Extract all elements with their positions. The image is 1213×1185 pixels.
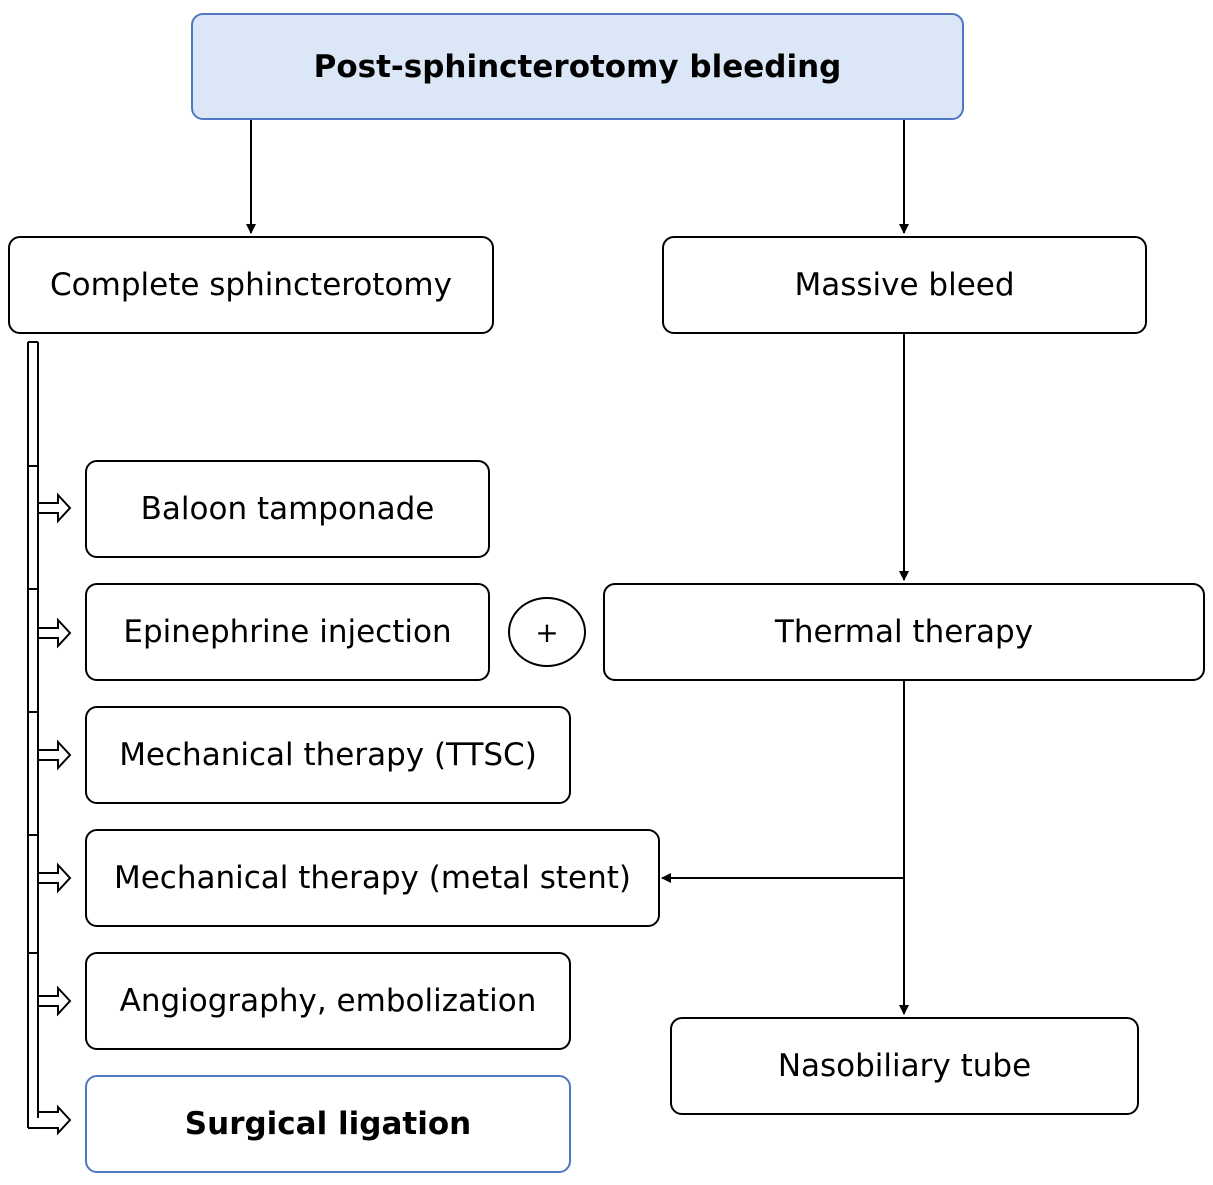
baloon-tamponade-box: Baloon tamponade bbox=[85, 460, 490, 558]
mechanical-ttsc-box: Mechanical therapy (TTSC) bbox=[85, 706, 571, 804]
surgical-ligation-label: Surgical ligation bbox=[184, 1106, 472, 1142]
complete-sphincterotomy-box: Complete sphincterotomy bbox=[8, 236, 494, 334]
title-label: Post-sphincterotomy bleeding bbox=[313, 48, 842, 85]
hollow-arrow-surgical bbox=[28, 1104, 72, 1136]
title-box: Post-sphincterotomy bleeding bbox=[191, 13, 964, 120]
angiography-embolization-label: Angiography, embolization bbox=[119, 983, 537, 1019]
nasobiliary-tube-box: Nasobiliary tube bbox=[670, 1017, 1139, 1115]
hollow-arrow-baloon bbox=[38, 492, 72, 524]
left-bracket-connector bbox=[27, 341, 39, 1128]
massive-bleed-label: Massive bleed bbox=[794, 267, 1015, 303]
thermal-therapy-box: Thermal therapy bbox=[603, 583, 1205, 681]
baloon-tamponade-label: Baloon tamponade bbox=[140, 491, 435, 527]
hollow-arrow-metal-stent bbox=[38, 862, 72, 894]
massive-bleed-box: Massive bleed bbox=[662, 236, 1147, 334]
mechanical-ttsc-label: Mechanical therapy (TTSC) bbox=[119, 737, 537, 773]
thermal-therapy-label: Thermal therapy bbox=[774, 614, 1034, 650]
mechanical-metal-stent-box: Mechanical therapy (metal stent) bbox=[85, 829, 660, 927]
epinephrine-injection-label: Epinephrine injection bbox=[123, 614, 452, 650]
plus-symbol: + bbox=[535, 615, 559, 649]
nasobiliary-tube-label: Nasobiliary tube bbox=[777, 1048, 1032, 1084]
hollow-arrow-ttsc bbox=[38, 739, 72, 771]
hollow-arrow-epinephrine bbox=[38, 617, 72, 649]
angiography-embolization-box: Angiography, embolization bbox=[85, 952, 571, 1050]
epinephrine-injection-box: Epinephrine injection bbox=[85, 583, 490, 681]
hollow-arrow-angiography bbox=[38, 985, 72, 1017]
mechanical-metal-stent-label: Mechanical therapy (metal stent) bbox=[113, 860, 632, 896]
surgical-ligation-box: Surgical ligation bbox=[85, 1075, 571, 1173]
complete-sphincterotomy-label: Complete sphincterotomy bbox=[50, 267, 452, 303]
plus-circle: + bbox=[508, 597, 586, 667]
